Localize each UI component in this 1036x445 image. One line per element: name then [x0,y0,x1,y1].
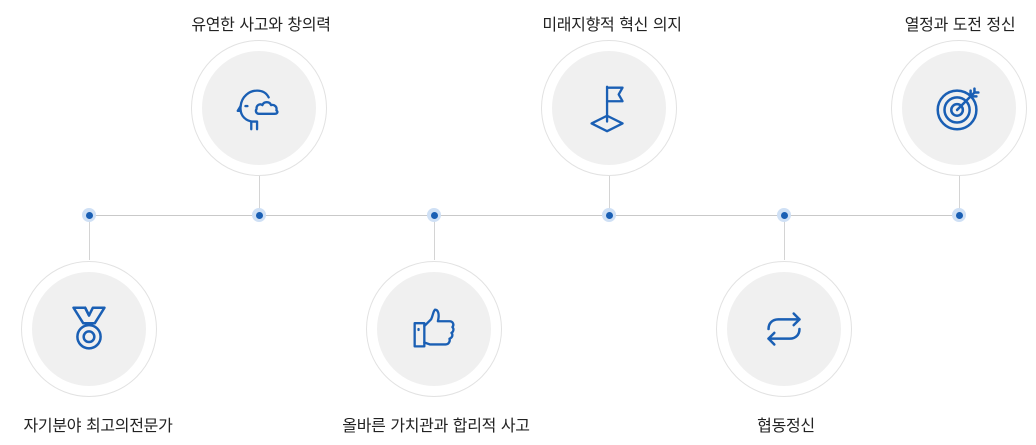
value-circle-5 [716,261,852,397]
repeat-arrows-icon [767,312,801,346]
timeline-dot-4 [602,208,616,222]
timeline-dot-5 [777,208,791,222]
target-icon [936,87,980,131]
timeline-dot-3 [427,208,441,222]
connector-5 [784,215,785,260]
connector-3 [434,215,435,260]
timeline-dot-6 [952,208,966,222]
value-label-1: 자기분야 최고의전문가 [23,416,173,435]
flag-icon [590,85,624,133]
connector-6 [959,176,960,215]
medal-icon [72,306,106,350]
value-circle-3 [366,261,502,397]
timeline-dot-2 [252,208,266,222]
value-label-6: 열정과 도전 정신 [904,15,1016,34]
connector-4 [609,176,610,215]
connector-1 [89,215,90,260]
value-label-3: 올바른 가치관과 합리적 사고 [342,416,530,435]
value-circle-2 [191,40,327,176]
value-circle-4 [541,40,677,176]
timeline-dot-1 [82,208,96,222]
value-label-4: 미래지향적 혁신 의지 [542,15,682,34]
timeline-line [89,215,959,216]
value-label-5: 협동정신 [757,416,815,435]
head-cloud-icon [236,89,279,131]
value-circle-1 [21,261,157,397]
connector-2 [259,176,260,215]
thumbs-up-icon [413,308,455,348]
value-label-2: 유연한 사고와 창의력 [191,15,331,34]
value-circle-6 [891,40,1027,176]
